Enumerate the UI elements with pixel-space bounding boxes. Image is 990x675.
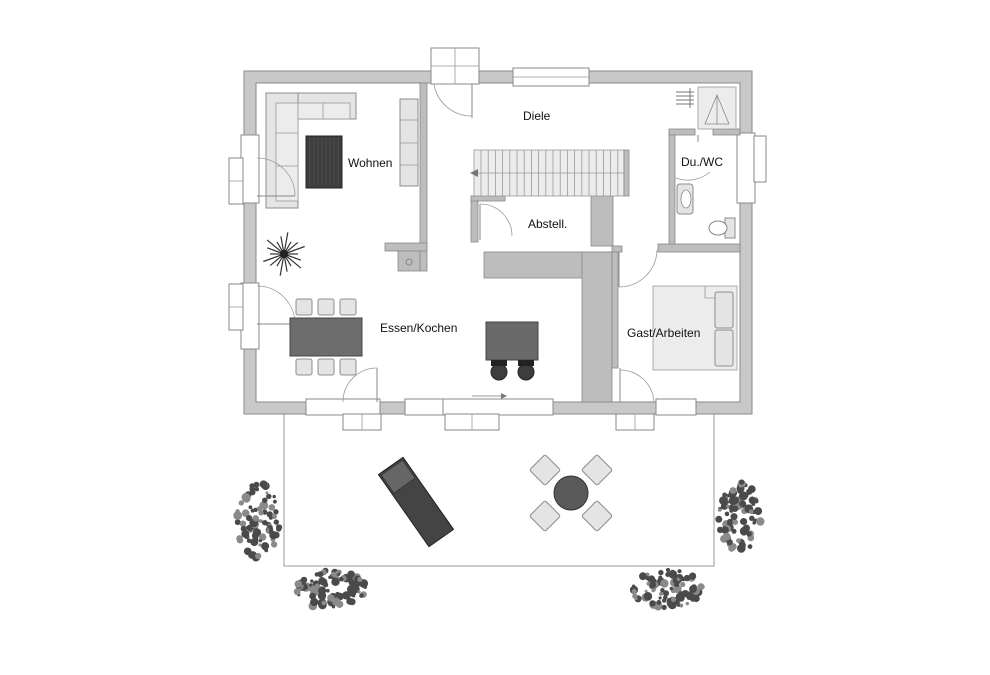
gast-terrace-door	[619, 368, 655, 403]
kitchen-island	[485, 321, 539, 381]
window-sills	[228, 135, 767, 431]
coffee-table	[305, 135, 343, 189]
interior-walls	[384, 82, 741, 403]
shrub-right	[715, 479, 765, 553]
dining-door	[256, 285, 296, 325]
washbasin	[676, 183, 694, 215]
terrace	[283, 413, 715, 567]
room-label-essen-kochen: Essen/Kochen	[380, 321, 457, 335]
dining-table	[289, 298, 363, 376]
sofa	[265, 92, 357, 209]
bed	[652, 285, 738, 371]
living-door	[256, 157, 296, 197]
gast-door	[618, 249, 658, 288]
shrub-left	[233, 480, 283, 562]
staircase	[470, 149, 630, 197]
shrub-bottom-right	[629, 567, 705, 611]
shrub-bottom-left	[293, 567, 369, 611]
sliding-door-arrow	[472, 393, 507, 399]
patio-table	[529, 454, 613, 532]
shelf	[399, 98, 419, 187]
entrance-door	[430, 47, 480, 118]
toilet	[708, 217, 736, 239]
potted-plant	[263, 232, 305, 276]
sun-lounger	[377, 456, 455, 548]
radiator	[676, 88, 694, 108]
shower	[697, 86, 737, 130]
coffee-table-texture	[309, 138, 339, 186]
dining-terrace-door	[342, 367, 378, 403]
room-label-wohnen: Wohnen	[348, 156, 392, 170]
abstell-door	[479, 203, 513, 240]
room-label-gast-arbeiten: Gast/Arbeiten	[627, 326, 700, 340]
room-label-du-wc: Du./WC	[681, 155, 723, 169]
room-label-abstell: Abstell.	[528, 217, 567, 231]
wc-door	[675, 135, 711, 181]
room-label-diele: Diele	[523, 109, 551, 123]
